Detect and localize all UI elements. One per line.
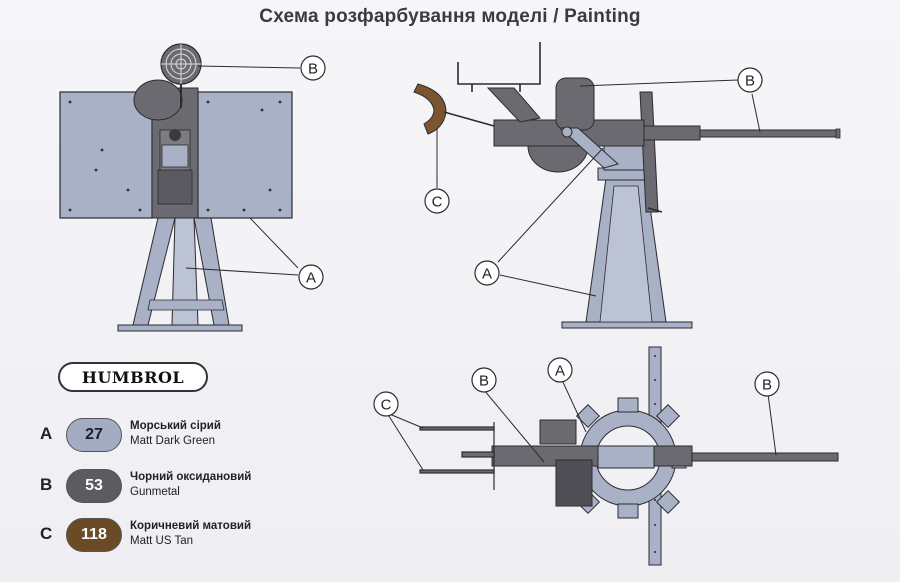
paint-swatch: 118 bbox=[66, 518, 122, 552]
callout-label: C bbox=[432, 194, 443, 211]
legend-letter: A bbox=[40, 424, 53, 443]
callout-label: A bbox=[555, 363, 565, 380]
legend-letter: B bbox=[40, 475, 53, 494]
callout-top-a: A bbox=[547, 357, 573, 383]
page-title: Схема розфарбування моделі / Painting bbox=[259, 6, 641, 27]
callout-side-a: A bbox=[474, 260, 500, 286]
top-view bbox=[386, 346, 839, 566]
callout-label: B bbox=[762, 377, 772, 394]
side-view bbox=[413, 42, 841, 329]
paint-name-ua: Коричневий матовий bbox=[130, 520, 252, 532]
front-base-plate bbox=[117, 324, 243, 332]
callout-top-b2: B bbox=[754, 371, 780, 397]
paint-name-en: Gunmetal bbox=[130, 486, 180, 498]
top-barrel bbox=[691, 452, 839, 462]
paint-swatch: 53 bbox=[66, 469, 122, 503]
legend-letter: C bbox=[40, 524, 53, 543]
front-shield bbox=[59, 91, 153, 219]
paint-name-ua: Морський сірий bbox=[130, 420, 221, 432]
front-view bbox=[59, 43, 301, 332]
callout-side-c: C bbox=[424, 188, 450, 214]
side-barrel bbox=[699, 129, 839, 138]
side-shoulder-rest bbox=[413, 83, 447, 135]
paint-name-en: Matt US Tan bbox=[130, 535, 194, 547]
callout-side-b: B bbox=[737, 67, 763, 93]
callout-top-b1: B bbox=[471, 367, 497, 393]
callout-top-c: C bbox=[373, 391, 399, 417]
callout-label: B bbox=[479, 373, 489, 390]
callout-label: B bbox=[308, 61, 318, 78]
callout-label: A bbox=[482, 266, 492, 283]
callouts: B A B C A C B bbox=[298, 55, 780, 417]
front-ring-sight bbox=[160, 43, 202, 108]
side-base-plate bbox=[561, 321, 693, 329]
callout-front-a: A bbox=[298, 264, 324, 290]
callout-label: C bbox=[381, 397, 392, 414]
paint-swatch: 27 bbox=[66, 418, 122, 452]
callout-label: B bbox=[745, 73, 755, 90]
paint-name-en: Matt Dark Green bbox=[130, 435, 215, 447]
paint-name-ua: Чорний оксидановий bbox=[130, 471, 252, 483]
callout-front-b: B bbox=[300, 55, 326, 81]
humbrol-logo: HUMBROL bbox=[58, 362, 208, 392]
callout-label: A bbox=[306, 270, 316, 287]
